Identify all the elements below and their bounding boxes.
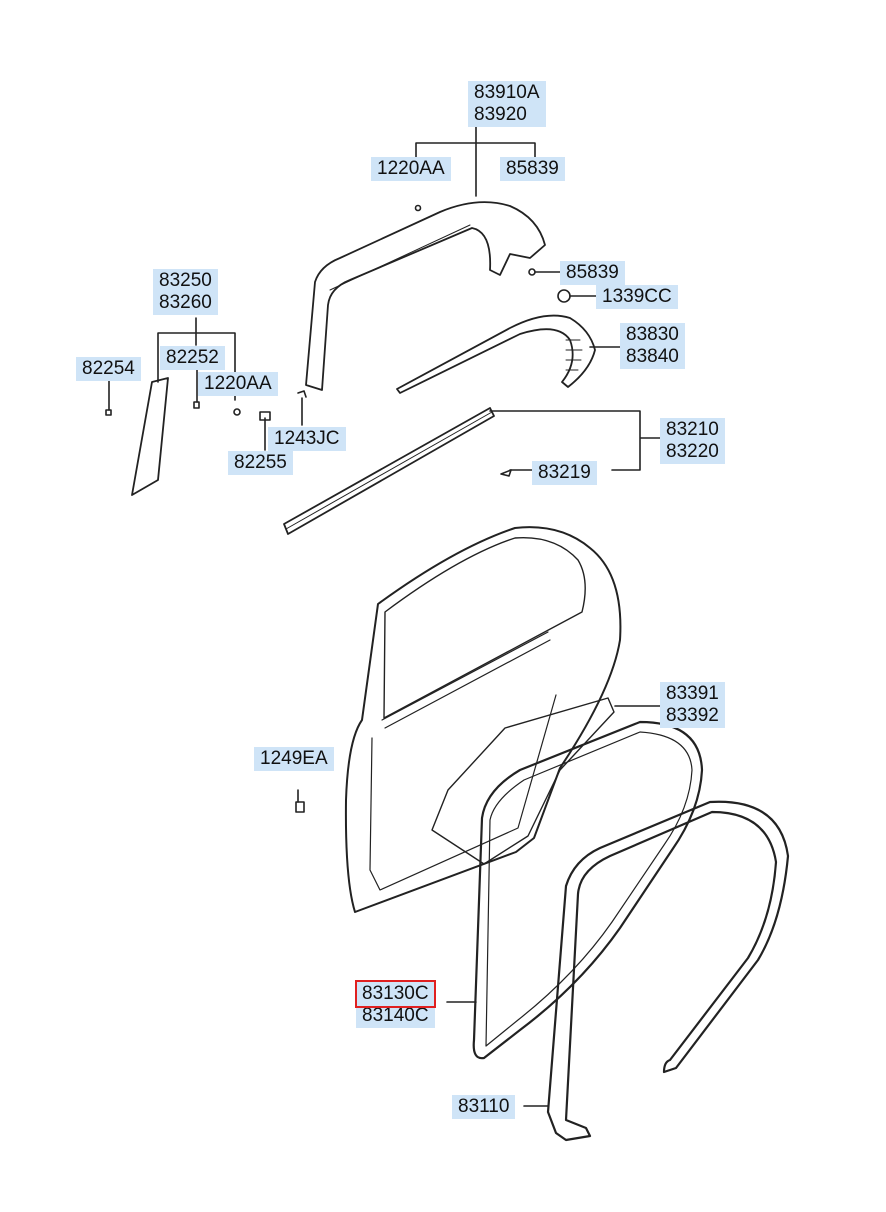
leader-83391: [297, 705, 661, 803]
label-1220AA-top: 1220AA: [371, 157, 451, 181]
leader-83250: [157, 317, 236, 401]
label-1339CC: 1339CC: [596, 285, 678, 309]
label-82255: 82255: [228, 451, 293, 475]
label-82254: 82254: [76, 357, 141, 381]
part-83391-film: [431, 697, 615, 865]
label-82252: 82252: [160, 346, 225, 370]
label-83219: 83219: [532, 461, 597, 485]
part-83210-belt: [283, 407, 495, 535]
label-1243JC: 1243JC: [268, 427, 346, 451]
label-85839-top: 85839: [500, 157, 565, 181]
label-1220AA-left: 1220AA: [198, 372, 278, 396]
part-83130C-strip: [472, 720, 704, 1060]
label-85839-mid: 85839: [560, 261, 625, 285]
label-83110: 83110: [452, 1095, 516, 1119]
label-83130C-highlighted: 83130C: [355, 980, 436, 1008]
part-83830-strip: [396, 314, 596, 394]
label-1249EA: 1249EA: [254, 747, 334, 771]
part-83910A-garnish: [305, 201, 546, 391]
part-83250-pillar: [131, 377, 169, 496]
leader-83910A: [415, 125, 536, 197]
leader-83210: [489, 410, 661, 471]
part-door-panel: [344, 526, 622, 913]
part-83110-strip: [546, 800, 790, 1142]
